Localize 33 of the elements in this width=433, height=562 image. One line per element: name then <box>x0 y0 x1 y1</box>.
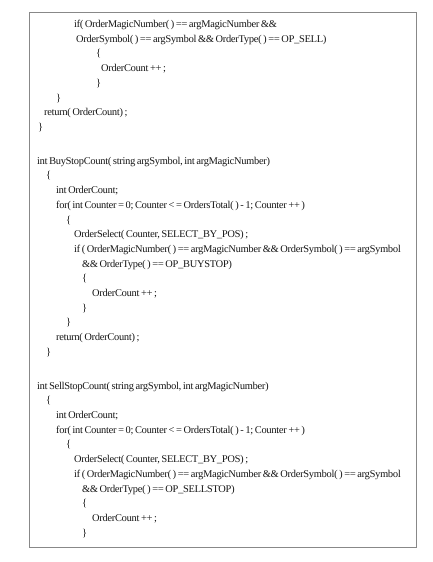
code-line: for( int Counter = 0; Counter < = OrdersTotal( ) - 1; Counter ++ ) <box>56 424 305 437</box>
code-line: && OrderType( ) == OP_SELLSTOP) <box>82 484 234 496</box>
code-line: OrderSymbol( ) == argSymbol && OrderType( ) == OP_SELL) <box>76 34 326 46</box>
code-line: { <box>96 48 101 60</box>
code-line: OrderCount ++ ; <box>92 512 157 525</box>
code-line: for( int Counter = 0; Counter < = OrdersTotal( ) - 1; Counter ++ ) <box>56 200 305 212</box>
code-line: { <box>46 395 51 408</box>
code-line: } <box>96 78 101 90</box>
code-line: if ( OrderMagicNumber( ) == argMagicNumber && OrderSymbol( ) == argSymbol <box>74 468 400 481</box>
code-line: int OrderCount; <box>56 410 118 422</box>
code-line: int SellStopCount( string argSymbol, int argMagicNumber) <box>37 380 268 393</box>
code-line: { <box>46 170 51 182</box>
code-line: { <box>82 273 87 286</box>
code-line: if( OrderMagicNumber( ) == argMagicNumber && <box>74 19 277 31</box>
code-line: OrderSelect( Counter, SELECT_BY_POS) ; <box>74 454 248 466</box>
code-line: { <box>66 439 71 452</box>
code-line: } <box>66 317 71 330</box>
code-line: return( OrderCount) ; <box>44 107 128 120</box>
code-line: } <box>46 346 51 359</box>
code-line: OrderSelect( Counter, SELECT_BY_POS) ; <box>74 229 248 242</box>
code-line: } <box>82 302 87 315</box>
code-line: { <box>82 498 87 510</box>
code-line: OrderCount ++ ; <box>101 63 166 76</box>
code-line: OrderCount ++ ; <box>92 288 157 300</box>
code-line: { <box>66 214 71 226</box>
code-line: int OrderCount; <box>56 185 118 198</box>
code-line: } <box>56 92 61 104</box>
code-line: if ( OrderMagicNumber( ) == argMagicNumber && OrderSymbol( ) == argSymbol <box>74 244 400 256</box>
code-line: int BuyStopCount( string argSymbol, int argMagicNumber) <box>37 156 270 168</box>
code-line: } <box>82 528 87 540</box>
code-line: } <box>38 122 43 134</box>
code-line: && OrderType( ) == OP_BUYSTOP) <box>82 258 232 271</box>
code-line: return( OrderCount) ; <box>56 332 140 344</box>
